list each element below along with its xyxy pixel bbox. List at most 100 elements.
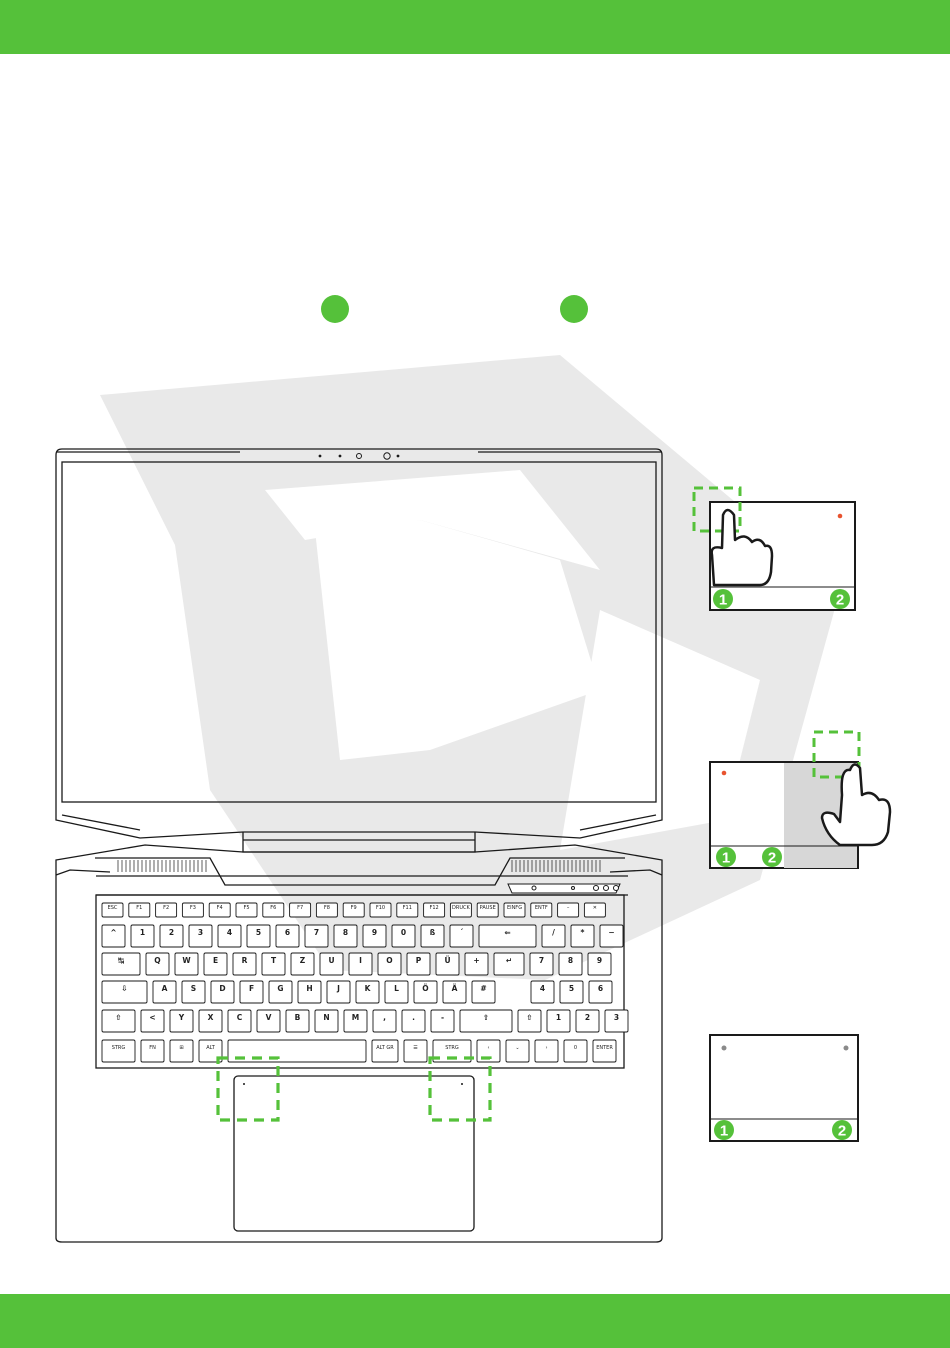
key-label: A (162, 984, 168, 993)
svg-text:1: 1 (719, 592, 727, 609)
key-label: ^ (110, 928, 116, 937)
key-label: F11 (403, 905, 412, 911)
key-label: 1 (556, 1013, 561, 1022)
key-label: ⇩ (121, 984, 127, 993)
key-label: + (473, 956, 479, 965)
key-label: ENTER (596, 1045, 613, 1051)
key-label: F3 (190, 905, 196, 911)
key-label: STRG (445, 1045, 459, 1051)
key-label: FN (149, 1045, 156, 1051)
key-label: ALT (206, 1045, 216, 1051)
key-label: F6 (270, 905, 276, 911)
key-label: ‹ (488, 1045, 490, 1051)
key-label: F1 (136, 905, 142, 911)
key-label: P (416, 956, 422, 965)
key-label: › (546, 1045, 548, 1051)
key-label: 9 (597, 956, 602, 965)
key-label: Q (154, 956, 160, 965)
key-label: Y (178, 1013, 185, 1022)
key-label: / (552, 928, 555, 937)
power-button-cluster (508, 884, 620, 893)
key-label: 7 (539, 956, 544, 965)
key-label: ⇧ (483, 1013, 489, 1022)
svg-text:2: 2 (838, 1123, 846, 1140)
key-label: S (191, 984, 196, 993)
key-label: ß (430, 928, 436, 937)
key-label: # (480, 984, 486, 993)
key-label: ENTF (535, 905, 548, 911)
key-label: < (149, 1013, 155, 1022)
key-label: EINFG (507, 905, 522, 911)
key-label: 3 (198, 928, 203, 937)
touchpad-illustration-1: 1 2 (694, 488, 855, 610)
key-row6-space (228, 1040, 366, 1062)
key-label: STRG (112, 1045, 126, 1051)
key-label: . (412, 1013, 415, 1022)
key-label: * (581, 928, 585, 937)
key-label: 4 (227, 928, 232, 937)
key-label: N (323, 1013, 329, 1022)
key-label: B (295, 1013, 301, 1022)
key-label: ⇧ (526, 1013, 532, 1022)
key-label: 4 (540, 984, 545, 993)
key-label: V (266, 1013, 272, 1022)
key-label: F (249, 984, 254, 993)
key-label: H (306, 984, 312, 993)
key-label: C (237, 1013, 243, 1022)
key-label: X (208, 1013, 214, 1022)
key-label: 5 (256, 928, 261, 937)
key-label: ⌄ (515, 1045, 519, 1051)
key-label: 5 (569, 984, 574, 993)
key-label: ⇐ (504, 928, 510, 937)
key-label: F8 (324, 905, 330, 911)
key-label: 6 (598, 984, 603, 993)
key-label: ESC (108, 905, 118, 911)
key-label: ⊞ (179, 1045, 183, 1051)
key-label: F12 (429, 905, 438, 911)
key-label: F7 (297, 905, 303, 911)
key-label: R (242, 956, 248, 965)
key-label: ⇧ (115, 1013, 121, 1022)
key-label: 7 (314, 928, 319, 937)
key-label: O (386, 956, 392, 965)
key-label: , (383, 1013, 386, 1022)
key-label: 2 (169, 928, 174, 937)
key-label: 6 (285, 928, 290, 937)
key-label: ↵ (506, 956, 512, 965)
key-label: F2 (163, 905, 169, 911)
highlight-boxes (218, 1058, 490, 1120)
svg-text:2: 2 (836, 592, 844, 609)
key-label: Z (300, 956, 306, 965)
key-label: M (352, 1013, 359, 1022)
key-label: Ä (452, 984, 458, 993)
svg-text:2: 2 (768, 850, 776, 867)
key-label: 8 (343, 928, 348, 937)
key-label: PAUSE (480, 905, 496, 911)
key-label: F5 (243, 905, 249, 911)
key-label: DRUCK (452, 905, 470, 911)
key-label: 9 (372, 928, 377, 937)
svg-text:1: 1 (722, 850, 730, 867)
key-label: ↹ (118, 956, 124, 965)
key-label: W (182, 956, 191, 965)
key-label: Ü (444, 956, 450, 965)
key-label: Ö (422, 984, 428, 993)
key-label: 0 (574, 1045, 577, 1051)
key-label: 8 (568, 956, 573, 965)
key-label: E (213, 956, 218, 965)
key-label: U (328, 956, 334, 965)
key-label: J (336, 984, 340, 993)
touchpad-illustration-3: 1 2 (710, 1035, 858, 1141)
key-label: 0 (401, 928, 406, 937)
key-label: F4 (217, 905, 223, 911)
key-label: I (359, 956, 362, 965)
key-label: 3 (614, 1013, 619, 1022)
key-label: 1 (140, 928, 145, 937)
touchpad-indicator-left (243, 1083, 245, 1085)
key-label: G (277, 984, 283, 993)
touchpad-indicator-right (461, 1083, 463, 1085)
key-label: − (608, 928, 614, 937)
svg-text:1: 1 (720, 1123, 728, 1140)
key-label: ´ (460, 928, 464, 937)
